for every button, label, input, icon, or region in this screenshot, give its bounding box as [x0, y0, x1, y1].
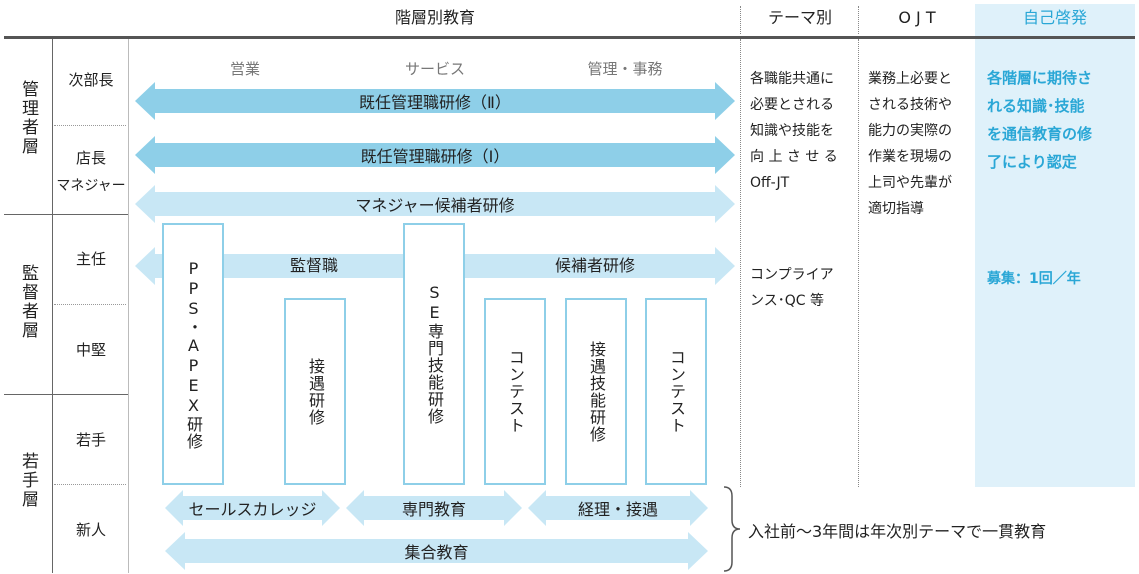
box-setsugu-gino-label: 接遇技能研修	[587, 340, 606, 443]
dept-eigyo: 営業	[229, 60, 260, 78]
box-setsugu-gino: 接遇技能研修	[565, 298, 627, 485]
jiko-header-bg	[975, 4, 1135, 36]
col-sep-ojt	[858, 39, 859, 487]
jiko-line-4: 了により認定	[987, 153, 1077, 171]
dept-service: サービス	[404, 60, 465, 78]
theme-line-2: 必要とされる	[750, 97, 834, 113]
jiko-line-2: れる知識･技能	[987, 97, 1085, 115]
header-theme: テーマ別	[767, 8, 832, 27]
jiko-line-1: 各階層に期待さ	[987, 69, 1093, 87]
ojt-line-6: 適切指導	[868, 201, 924, 217]
ojt-line-3: 能力の実際の	[868, 123, 952, 139]
row-shunin: 主任	[75, 250, 106, 268]
arrow-manager-kouho-label: マネジャー候補者研修	[355, 196, 515, 215]
header-jiko: 自己啓発	[1022, 8, 1087, 27]
jiko-column-bg	[975, 39, 1135, 487]
group-col-right-line	[52, 39, 53, 573]
box-contest2: コンテスト	[645, 298, 707, 485]
arrow-kinin2-label: 既任管理職研修（Ⅱ）	[359, 93, 511, 112]
box-se-senmon-label: SE専門技能研修	[425, 283, 444, 425]
row-jibucho: 次部長	[68, 71, 114, 89]
arrow-kantokushoku-label: 監督職	[289, 256, 338, 275]
hdr-sep-2	[858, 6, 859, 34]
box-contest2-label: コンテスト	[667, 349, 686, 434]
compliance-line-2: ンス･QC 等	[750, 293, 824, 309]
row-sep-3	[54, 484, 126, 485]
brace-icon	[723, 486, 741, 572]
arrow-sales-college-shape	[165, 490, 340, 526]
row-sep-2	[54, 304, 126, 305]
theme-line-4: 向 上 さ せ る	[750, 149, 838, 165]
arrow-kinin2-shape	[135, 82, 735, 120]
box-setsugu-label: 接遇研修	[306, 357, 325, 426]
box-se-senmon: SE専門技能研修	[403, 223, 465, 485]
arrow-senmon-shape	[346, 490, 522, 526]
arrow-keiri-shape	[528, 490, 708, 526]
group-kanri: 管理者層	[18, 80, 38, 156]
arrow-shugo: 集合教育	[165, 532, 708, 570]
theme-desc: 各職能共通に 必要とされる 知識や技能を 向 上 さ せ る Off-JT	[750, 66, 854, 196]
arrow-kinin1-shape	[135, 136, 735, 174]
box-contest1: コンテスト	[484, 298, 546, 485]
ojt-line-5: 上司や先輩が	[868, 175, 952, 191]
arrow-sales-college-label: セールスカレッジ	[188, 500, 317, 519]
jiko-line-3: を通信教育の修	[987, 125, 1093, 143]
arrow-shugo-label: 集合教育	[404, 543, 469, 562]
row-col-right-line	[128, 39, 129, 573]
arrow-manager-kouho: マネジャー候補者研修	[135, 185, 735, 223]
arrow-senmon-label: 専門教育	[401, 500, 466, 519]
row-wakate: 若手	[75, 431, 106, 449]
group-sep-2	[4, 394, 128, 395]
arrow-sales-college: セールスカレッジ	[165, 490, 340, 526]
group-kantoku: 監督者層	[18, 264, 38, 340]
group-sep-1	[4, 214, 128, 215]
header-ojt: O J T	[898, 8, 936, 27]
arrow-shugo-shape	[165, 532, 708, 570]
col-sep-theme	[740, 39, 741, 487]
box-contest1-label: コンテスト	[506, 349, 525, 434]
dept-kanri-jimu: 管理・事務	[587, 60, 663, 78]
arrow-kouhosha-label: 候補者研修	[554, 256, 635, 275]
arrow-keiri: 経理・接遇	[528, 490, 708, 526]
theme-line-1: 各職能共通に	[750, 71, 834, 87]
box-setsugu: 接遇研修	[284, 298, 346, 485]
header-kaisou: 階層別教育	[394, 8, 475, 27]
compliance-line-1: コンプライア	[750, 267, 834, 283]
row-shinjin: 新人	[75, 521, 106, 539]
theme-compliance: コンプライア ンス･QC 等	[750, 262, 854, 314]
arrow-keiri-label: 経理・接遇	[577, 500, 658, 519]
arrow-kinin2: 既任管理職研修（Ⅱ）	[135, 82, 735, 120]
theme-line-3: 知識や技能を	[750, 123, 834, 139]
box-pps-apex: PPS・APEX研修	[162, 223, 224, 485]
row-sep-1	[54, 125, 126, 126]
ojt-line-1: 業務上必要と	[868, 71, 952, 87]
jiko-boshu: 募集：1回／年	[987, 271, 1081, 287]
arrow-kinin1-label: 既任管理職研修（Ⅰ）	[360, 147, 510, 166]
hdr-sep-1	[740, 6, 741, 34]
row-manager: マネジャー	[56, 178, 126, 194]
ojt-line-2: される技術や	[868, 97, 952, 113]
ojt-desc: 業務上必要と される技術や 能力の実際の 作業を現場の 上司や先輩が 適切指導	[868, 66, 972, 222]
note-text: 入社前～3年間は年次別テーマで一貫教育	[748, 522, 1047, 541]
jiko-desc: 各階層に期待さ れる知識･技能 を通信教育の修 了により認定	[987, 64, 1133, 176]
row-tencho: 店長	[75, 149, 106, 167]
group-wakate: 若手層	[18, 452, 38, 509]
arrow-senmon: 専門教育	[346, 490, 522, 526]
arrow-kinin1: 既任管理職研修（Ⅰ）	[135, 136, 735, 174]
theme-line-5: Off-JT	[750, 175, 790, 191]
box-pps-apex-label: PPS・APEX研修	[184, 258, 203, 450]
ojt-line-4: 作業を現場の	[868, 149, 952, 165]
row-chuken: 中堅	[75, 341, 106, 359]
arrow-manager-kouho-shape	[135, 185, 735, 223]
header-divider	[4, 36, 1135, 39]
